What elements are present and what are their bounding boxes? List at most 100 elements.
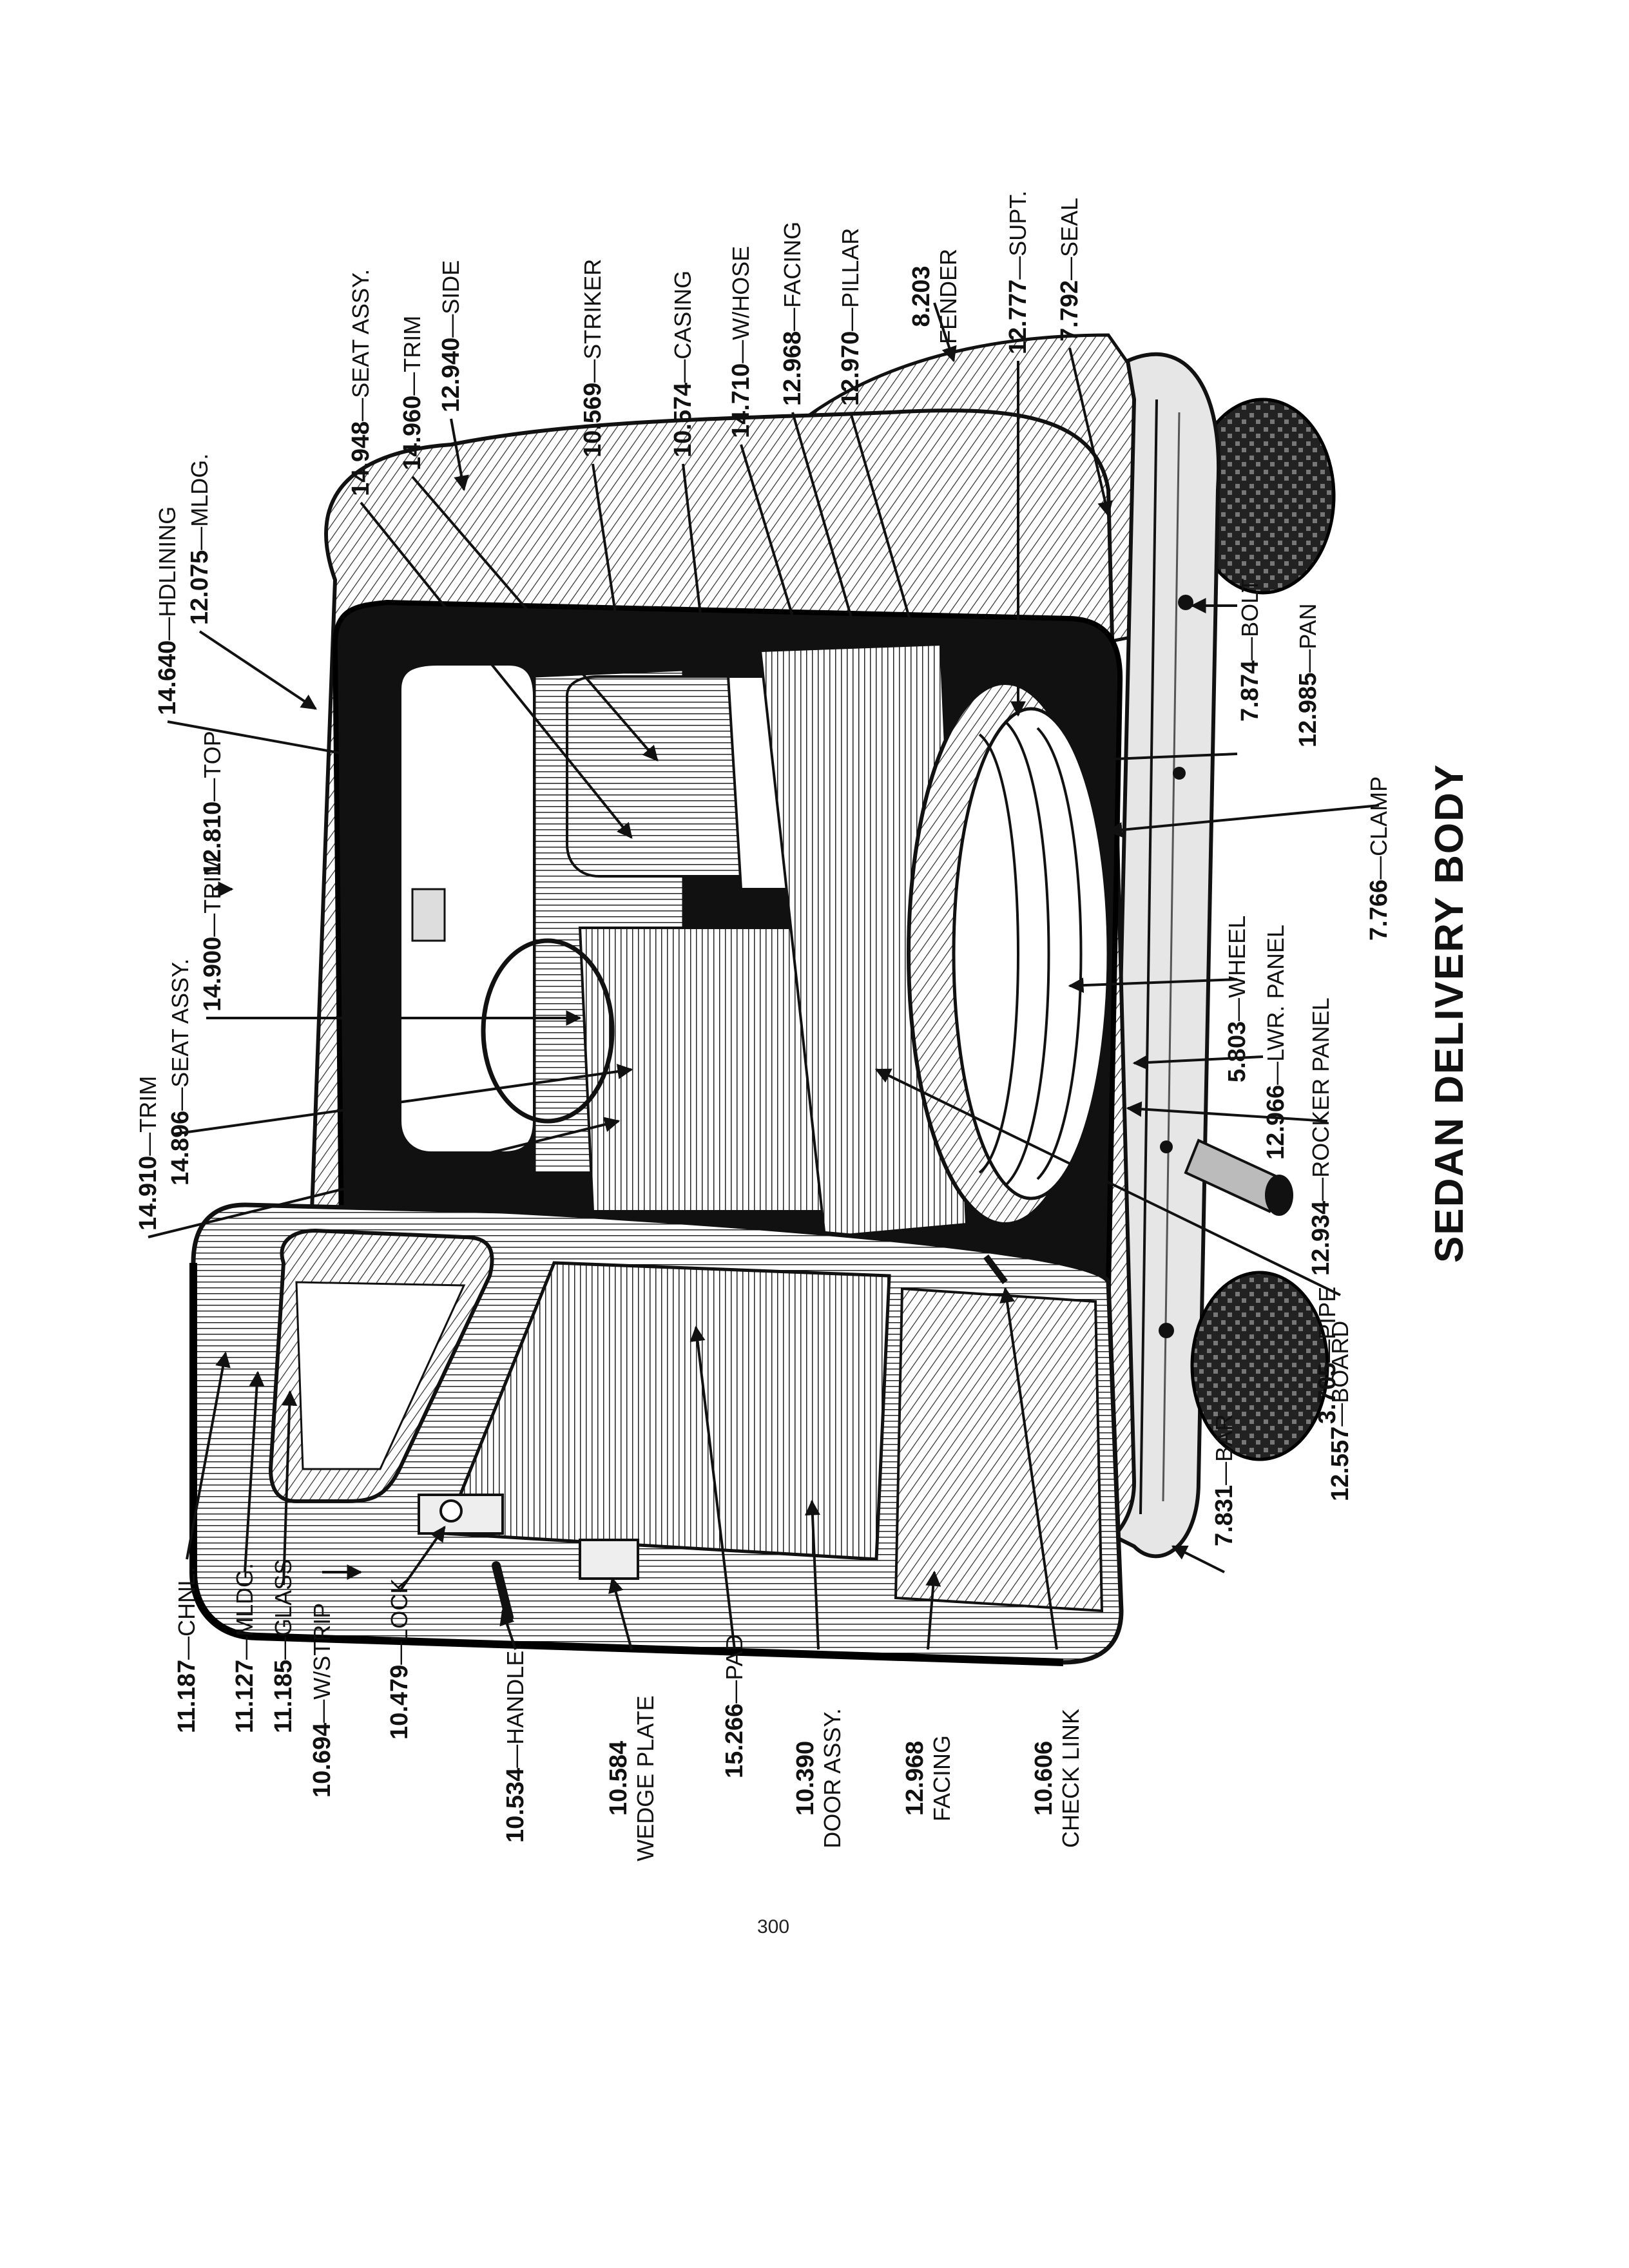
callout-name: SIDE — [438, 260, 464, 314]
callout-number: 12.985 — [1295, 673, 1322, 747]
callout-bolt: 7.874—BOLT — [1237, 579, 1264, 722]
callout-seat-896: 14.896—SEAT ASSY. — [167, 959, 194, 1186]
callout-number: 12.810 — [199, 802, 226, 876]
callout-whose: 14.710—W/HOSE — [728, 246, 755, 438]
svg-text:10.534—HANDLE: 10.534—HANDLE — [502, 1651, 529, 1843]
callout-number: 14.710 — [728, 363, 755, 438]
callout-wstrip: 10.694—W/STRIP — [309, 1603, 336, 1798]
exhaust-pipe — [1184, 1139, 1293, 1216]
callout-number: 10.584 — [605, 1741, 632, 1816]
bumper-bar — [1106, 352, 1221, 1559]
callout-facing-top: 12.968—FACING — [779, 222, 806, 406]
callout-number: 7.874 — [1237, 660, 1264, 722]
callout-number: 7.831 — [1211, 1485, 1238, 1546]
svg-text:12.966—LWR. PANEL: 12.966—LWR. PANEL — [1262, 925, 1289, 1160]
svg-text:12.075—MLDG.: 12.075—MLDG. — [186, 454, 213, 625]
svg-text:11.187—CHNL.: 11.187—CHNL. — [173, 1567, 200, 1733]
svg-text:10.569—STRIKER: 10.569—STRIKER — [579, 259, 606, 457]
callout-name: BOARD — [1327, 1321, 1353, 1403]
callout-name: TRIM — [135, 1076, 161, 1133]
svg-text:14.896—SEAT ASSY.: 14.896—SEAT ASSY. — [167, 959, 194, 1186]
callout-name: STRIKER — [579, 259, 606, 360]
callout-trim-900: 14.900—TRIM — [199, 857, 226, 1012]
svg-text:7.831—BAR: 7.831—BAR — [1211, 1414, 1238, 1546]
door-handle — [492, 1561, 514, 1622]
callout-name: HANDLE — [502, 1651, 528, 1745]
rear-tire-lower — [1190, 1271, 1329, 1461]
callout-pipe: 3.705—PIPE — [1314, 1287, 1341, 1424]
callout-wheel: 5.803—WHEEL — [1224, 916, 1251, 1082]
callout-number: 12.777 — [1005, 280, 1032, 354]
callout-number: 10.390 — [792, 1741, 819, 1816]
callout-name: SEAT ASSY. — [167, 959, 193, 1088]
callout-name: TRIM — [199, 857, 226, 914]
callout-name: W/HOSE — [728, 246, 754, 340]
callout-pad: 15.266—PAD — [721, 1634, 748, 1778]
callout-name: LOCK — [386, 1579, 412, 1642]
svg-text:12.940—SIDE: 12.940—SIDE — [438, 260, 465, 412]
callout-name: HDLINING — [154, 506, 180, 617]
callout-name: FENDER — [935, 249, 961, 344]
svg-text:10.479—LOCK: 10.479—LOCK — [386, 1579, 413, 1740]
callout-number: 11.127 — [231, 1660, 258, 1733]
callout-name: PIPE — [1314, 1287, 1340, 1340]
callout-seal: 7.792—SEAL — [1056, 198, 1083, 341]
callout-name: WHEEL — [1224, 916, 1250, 998]
steering-wheel — [481, 938, 615, 1124]
callout-number: 14.900 — [199, 937, 226, 1012]
svg-text:12.985—PAN: 12.985—PAN — [1295, 603, 1322, 747]
callout-board: 12.557—BOARD — [1327, 1321, 1354, 1501]
callout-side: 12.940—SIDE — [438, 260, 465, 412]
callout-number: 12.966 — [1262, 1085, 1289, 1160]
callout-name: CHECK LINK — [1057, 1709, 1084, 1848]
callout-trim-960: 14.960—TRIM — [399, 316, 426, 470]
svg-text:12.968—FACING: 12.968—FACING — [779, 222, 806, 406]
spare-wheel — [907, 681, 1110, 1226]
callout-number: 14.640 — [154, 640, 181, 715]
callout-name: BOLT — [1237, 579, 1263, 637]
svg-text:7.766—CLAMP: 7.766—CLAMP — [1365, 776, 1393, 941]
lower-seat-back — [578, 927, 827, 1213]
callout-glass: 11.185—GLASS — [270, 1559, 297, 1733]
callout-name: CASING — [670, 271, 696, 360]
callout-number: 10.606 — [1030, 1741, 1057, 1816]
callout-number: 10.574 — [670, 383, 697, 457]
callout-name: ROCKER PANEL — [1307, 997, 1334, 1177]
svg-text:12.934—ROCKER PANEL: 12.934—ROCKER PANEL — [1307, 997, 1335, 1276]
callout-seat-948: 14.948—SEAT ASSY. — [347, 269, 374, 496]
callout-rocker-panel: 12.934—ROCKER PANEL — [1307, 997, 1335, 1276]
svg-text:14.960—TRIM: 14.960—TRIM — [399, 316, 426, 470]
callout-number: 12.075 — [186, 550, 213, 625]
check-link — [983, 1254, 1008, 1284]
callout-name: WEDGE PLATE — [632, 1695, 659, 1861]
callout-trim-910: 14.910—TRIM — [135, 1076, 162, 1231]
callout-name: FACING — [929, 1735, 955, 1821]
svg-text:3.705—PIPE: 3.705—PIPE — [1314, 1287, 1341, 1424]
svg-text:7.874—BOLT: 7.874—BOLT — [1237, 579, 1264, 722]
callout-supt: 12.777—SUPT. — [1005, 191, 1032, 354]
callout-name: GLASS — [270, 1559, 296, 1637]
diagram-title: SEDAN DELIVERY BODY — [1427, 764, 1472, 1263]
svg-text:12.810—TOP: 12.810—TOP — [199, 731, 226, 876]
callout-name: PILLAR — [837, 228, 863, 308]
callout-clamp: 7.766—CLAMP — [1365, 776, 1393, 941]
callout-number: 15.266 — [721, 1704, 748, 1778]
callout-striker: 10.569—STRIKER — [579, 259, 606, 457]
callout-name: SEAT ASSY. — [347, 269, 374, 398]
svg-text:5.803—WHEEL: 5.803—WHEEL — [1224, 916, 1251, 1082]
callout-top: 12.810—TOP — [199, 731, 226, 876]
callout-number: 12.934 — [1307, 1201, 1335, 1276]
callout-name: MLDG. — [231, 1563, 258, 1637]
sedan-delivery-illustration — [189, 333, 1336, 1666]
callout-name: SEAL — [1056, 198, 1083, 257]
callout-labels: 12.940—SIDE10.569—STRIKER10.574—CASING14… — [135, 191, 1393, 1861]
callout-mldg-075: 12.075—MLDG. — [186, 454, 213, 625]
callout-name: PAN — [1295, 603, 1321, 649]
callout-handle: 10.534—HANDLE — [502, 1651, 529, 1843]
callout-number: 14.948 — [347, 421, 374, 496]
